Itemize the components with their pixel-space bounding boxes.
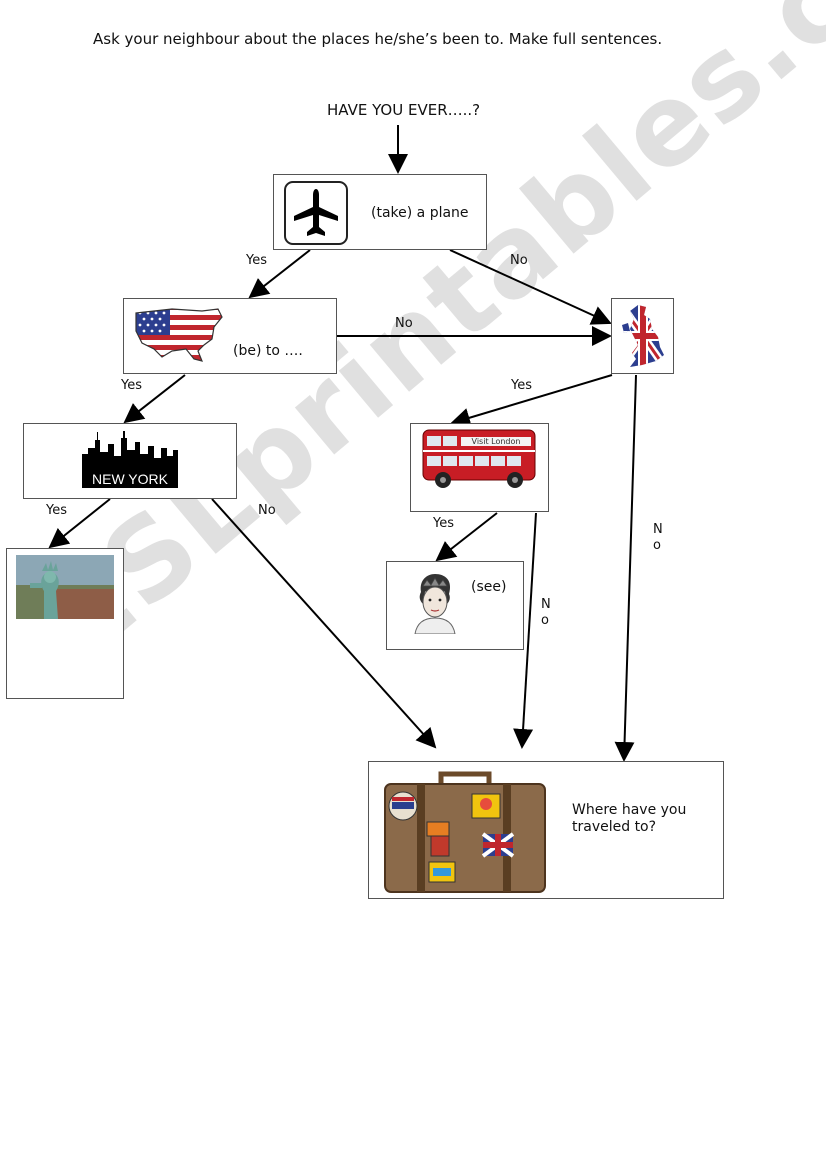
edge-label-uk-yes: Yes [511, 378, 532, 393]
node-usa: (be) to …. [123, 298, 337, 374]
node-bus: Visit London [410, 423, 549, 512]
arrow-plane-usa [248, 249, 311, 299]
edge-label-usa-yes: Yes [121, 378, 142, 393]
heading: HAVE YOU EVER…..? [327, 101, 481, 119]
edge-label-uk-no: No [653, 522, 663, 553]
node-usa-label: (be) to …. [233, 343, 303, 359]
node-newyork: NEW YORK [23, 423, 237, 499]
instruction-text: Ask your neighbour about the places he/s… [93, 30, 663, 48]
arrow-bus-suitcase [513, 512, 537, 749]
arrow-uk-suitcase [614, 374, 637, 762]
node-liberty [6, 548, 124, 699]
new-york-sign-text: NEW YORK [92, 471, 168, 487]
node-queen: (see) [386, 561, 524, 650]
edge-label-plane-no: No [510, 253, 528, 268]
node-suitcase: Where have you traveled to? [368, 761, 724, 899]
node-plane: (take) a plane [273, 174, 487, 250]
statue-of-liberty-photo [16, 555, 114, 619]
arrow-plane-uk [449, 249, 612, 325]
arrow-ny-suitcase [211, 498, 437, 749]
edge-label-plane-yes: Yes [246, 253, 267, 268]
edge-label-ny-no: No [258, 503, 276, 518]
usa-flag-map-icon [132, 305, 224, 363]
arrow-usa-ny [123, 374, 186, 424]
london-bus-icon: Visit London [421, 428, 539, 490]
arrow-ny-liberty [48, 498, 111, 549]
node-uk [611, 298, 674, 374]
suitcase-icon [383, 770, 547, 894]
airplane-icon [284, 181, 348, 245]
edge-label-usa-no: No [395, 316, 413, 331]
new-york-skyline-icon: NEW YORK [82, 430, 178, 488]
bus-sign-text: Visit London [471, 437, 521, 446]
arrow-bus-queen [435, 512, 498, 562]
edge-label-bus-yes: Yes [433, 516, 454, 531]
edge-label-ny-yes: Yes [46, 503, 67, 518]
node-suitcase-label: Where have you traveled to? [572, 802, 687, 835]
node-queen-label: (see) [471, 579, 507, 595]
edge-label-bus-no: No [541, 597, 551, 628]
queen-portrait-icon [411, 572, 459, 635]
uk-flag-map-icon [620, 303, 666, 369]
arrow-uk-bus [450, 374, 613, 428]
node-plane-label: (take) a plane [371, 205, 469, 221]
